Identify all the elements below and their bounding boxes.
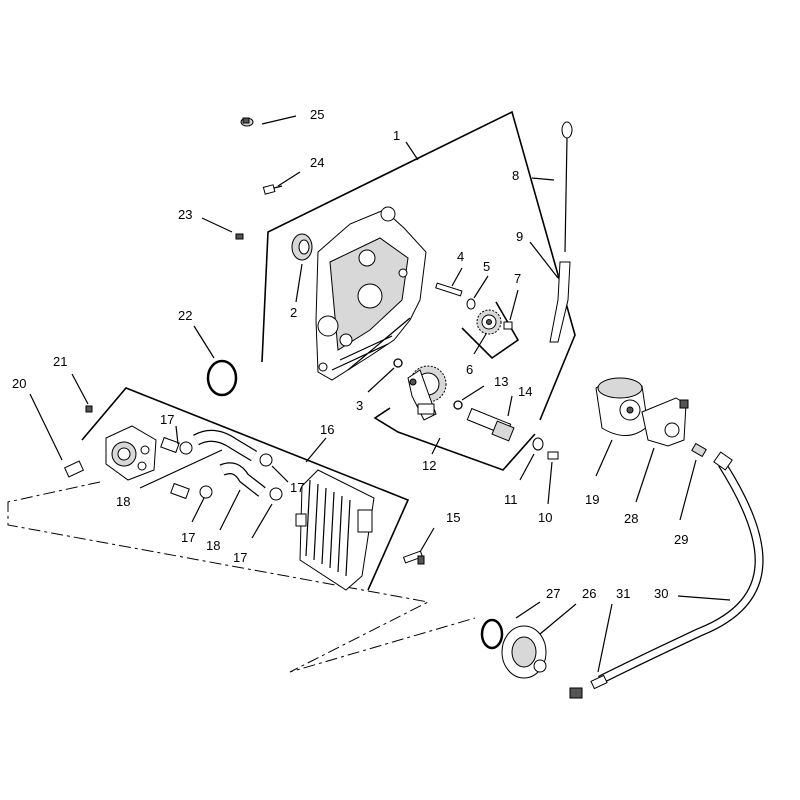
callout-17-d: 17: [233, 550, 247, 565]
part-17-fitting-lower: [170, 482, 213, 500]
part-23-pin: [235, 233, 244, 240]
callout-22: 22: [178, 308, 192, 323]
callout-18-b: 18: [206, 538, 220, 553]
part-24-bolt: [262, 184, 283, 195]
callout-2: 2: [290, 305, 297, 320]
part-17-clamp-lower: [269, 487, 283, 501]
part-27-o-ring: [480, 618, 504, 650]
callout-16: 16: [320, 422, 334, 437]
part-28-filter-adapter: [641, 397, 689, 447]
callout-28: 28: [624, 511, 638, 526]
part-17-fitting-upper: [160, 436, 193, 455]
part-7-pin: [503, 321, 513, 330]
callout-8: 8: [512, 168, 519, 183]
callout-5: 5: [483, 259, 490, 274]
part-17-clamp-upper: [259, 453, 273, 467]
callout-20: 20: [12, 376, 26, 391]
part-18-adapter-block: [105, 425, 157, 481]
callout-25: 25: [310, 107, 324, 122]
callout-19: 19: [585, 492, 599, 507]
part-20-fitting: [63, 460, 85, 478]
part-26-adapter: [501, 625, 547, 679]
part-6-oil-pump-gear: [476, 309, 502, 335]
callout-9: 9: [516, 229, 523, 244]
part-9-dipstick-tube: [549, 261, 571, 343]
callout-24: 24: [310, 155, 324, 170]
part-3-o-ring: [393, 358, 403, 368]
part-15-screw: [402, 550, 425, 565]
part-5-washer: [466, 298, 476, 310]
part-30-oil-hose: [597, 451, 764, 685]
callout-29: 29: [674, 532, 688, 547]
part-14-relief-valve: [466, 407, 515, 442]
part-11-washer: [532, 437, 544, 451]
callout-18-a: 18: [116, 494, 130, 509]
part-31-fitting: [590, 674, 608, 690]
part-22-o-ring: [206, 359, 238, 397]
leader-lines: [29, 115, 731, 673]
group-box-1: [261, 110, 576, 421]
callout-7: 7: [514, 271, 521, 286]
group-box-16: [81, 387, 410, 591]
callout-14: 14: [518, 384, 532, 399]
callout-23: 23: [178, 207, 192, 222]
callout-17-b: 17: [290, 480, 304, 495]
part-4-pin: [435, 282, 463, 297]
part-8-dipstick: [561, 121, 573, 253]
callout-1: 1: [393, 128, 400, 143]
group-box-6: [461, 301, 520, 360]
callout-3: 3: [356, 398, 363, 413]
part-29-fitting: [691, 442, 707, 458]
callout-10: 10: [538, 510, 552, 525]
callout-labels: 1 2 3 4 5 6 7 8 9 10 11 12 13 14 15 16 1…: [12, 107, 688, 601]
callout-12: 12: [422, 458, 436, 473]
part-10-screw: [547, 451, 559, 460]
part-16-oil-cooler: [295, 469, 375, 591]
callout-31: 31: [616, 586, 630, 601]
part-12-oil-pump: [407, 365, 447, 421]
part-31-elbow: [569, 687, 583, 699]
callout-6: 6: [466, 362, 473, 377]
callout-13: 13: [494, 374, 508, 389]
dashed-connection-line: [7, 481, 476, 673]
callout-17-a: 17: [160, 412, 174, 427]
part-25-plug: [240, 117, 254, 127]
callout-27: 27: [546, 586, 560, 601]
callout-15: 15: [446, 510, 460, 525]
callout-26: 26: [582, 586, 596, 601]
callout-17-c: 17: [181, 530, 195, 545]
callout-21: 21: [53, 354, 67, 369]
callout-4: 4: [457, 249, 464, 264]
part-1-closure-plate: [315, 206, 427, 381]
group-box-12: [373, 407, 536, 471]
part-2-oil-seal: [291, 233, 313, 261]
part-21-plug: [85, 405, 93, 413]
callout-11: 11: [504, 492, 518, 507]
part-19-oil-filter: [595, 377, 649, 436]
part-13-o-ring: [453, 400, 463, 410]
callout-30: 30: [654, 586, 668, 601]
